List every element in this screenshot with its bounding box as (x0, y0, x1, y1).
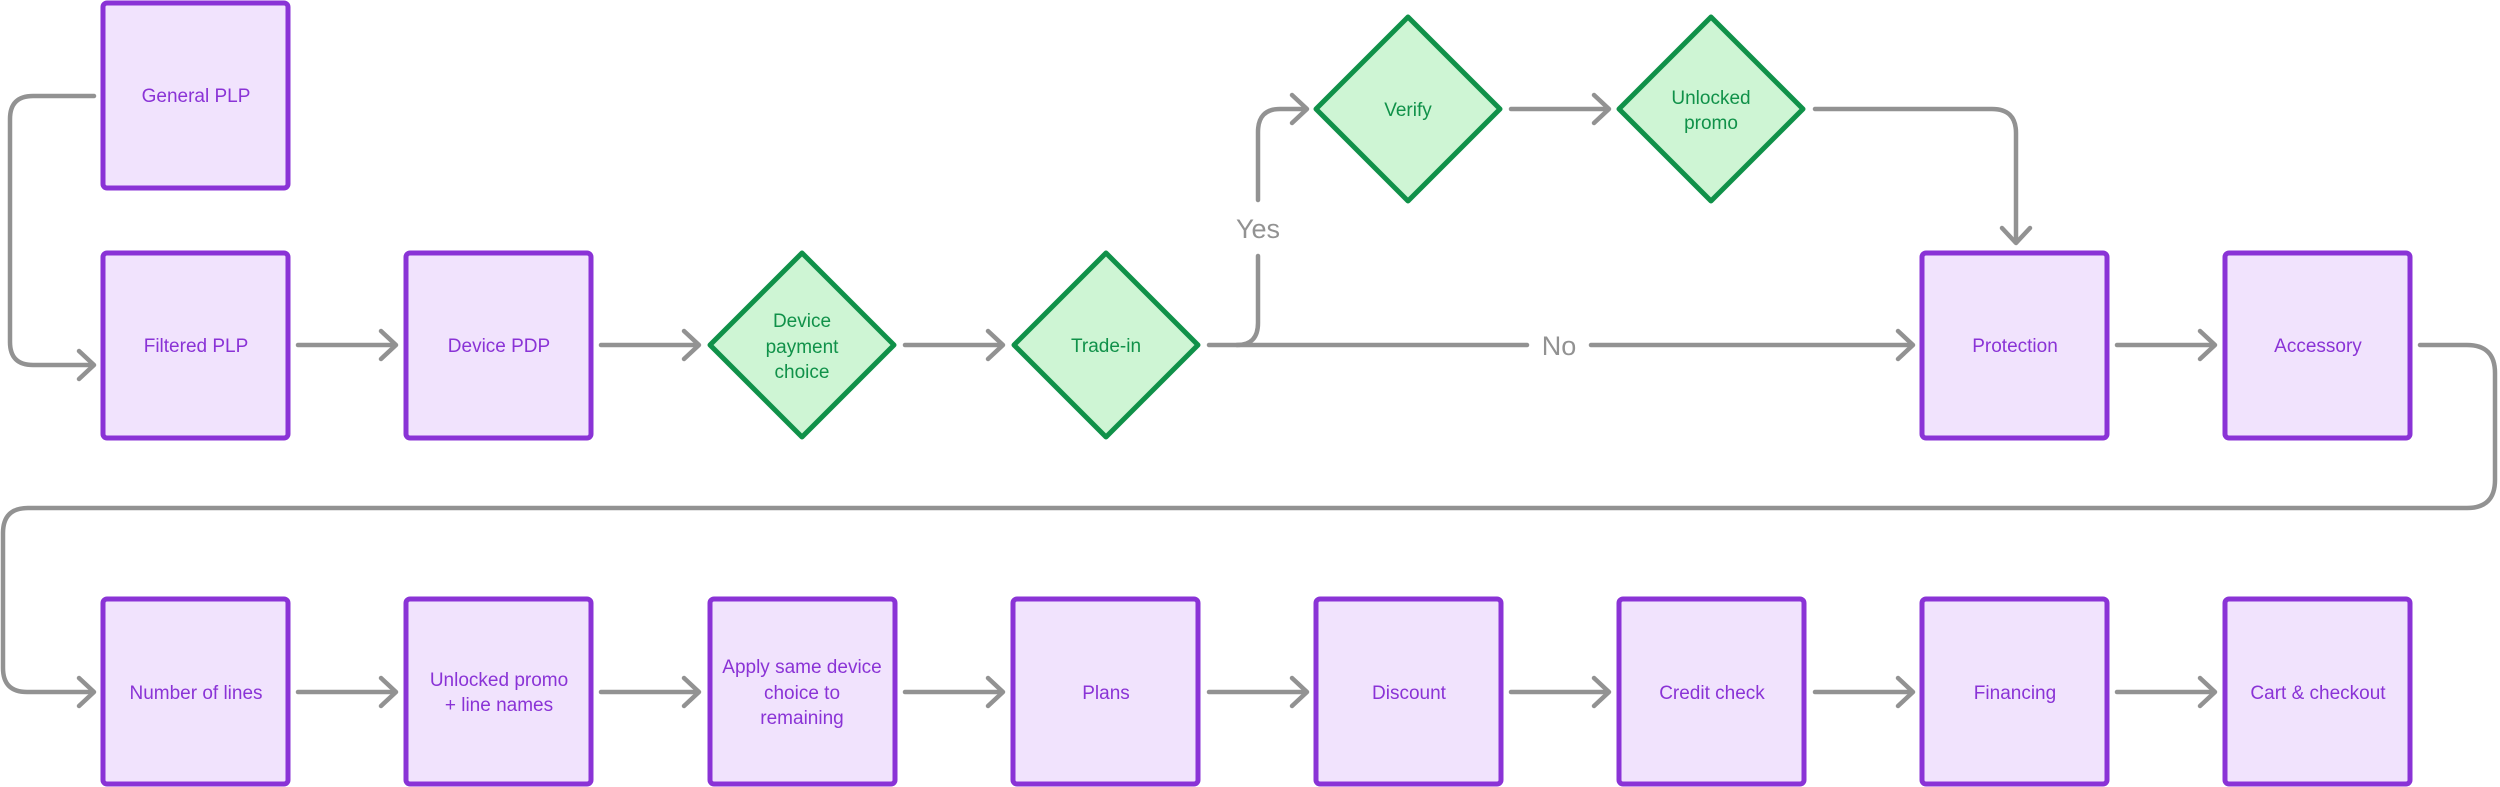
node-label: Plans (1082, 683, 1130, 704)
node-label: Accessory (2274, 336, 2362, 357)
node-label: + line names (445, 695, 553, 716)
node-label: promo (1684, 113, 1738, 134)
node-label: Cart & checkout (2250, 683, 2386, 704)
node-trade-in[interactable]: Trade-in (1011, 250, 1201, 440)
arrowhead (1999, 225, 2033, 246)
node-device-pdp[interactable]: Device PDP (403, 250, 594, 441)
arrowhead (1591, 92, 1612, 126)
arrowhead (681, 328, 702, 362)
node-label: Device PDP (448, 336, 550, 357)
node-apply-same-device-choice[interactable]: Apply same device choice to remaining (707, 596, 898, 787)
node-label: choice to (764, 683, 840, 704)
node-number-of-lines[interactable]: Number of lines (100, 596, 291, 787)
node-device-payment-choice[interactable]: Device payment choice (707, 250, 897, 440)
node-verify[interactable]: Verify (1313, 14, 1503, 204)
node-label: Financing (1974, 683, 2056, 704)
node-unlocked-promo[interactable]: Unlocked promo (1616, 14, 1806, 204)
node-financing[interactable]: Financing (1919, 596, 2110, 787)
arrowhead (985, 328, 1006, 362)
arrowhead (2197, 328, 2218, 362)
node-credit-check[interactable]: Credit check (1616, 596, 1807, 787)
edge-labels: Yes No (1236, 214, 1576, 361)
node-unlocked-promo-line-names[interactable]: Unlocked promo + line names (403, 596, 594, 787)
node-label: Filtered PLP (144, 336, 249, 357)
arrowhead (2197, 675, 2218, 709)
node-label: Credit check (1659, 683, 1765, 704)
node-label: choice (775, 362, 830, 383)
node-accessory[interactable]: Accessory (2222, 250, 2413, 441)
node-discount[interactable]: Discount (1313, 596, 1504, 787)
nodes: General PLP Verify Unlocked promo Filter… (100, 0, 2413, 787)
arrowhead (76, 675, 97, 709)
arrowhead (681, 675, 702, 709)
arrowhead (378, 675, 399, 709)
edge-general-plp-to-filtered-plp (7, 93, 97, 368)
edge-accessory-to-number-of-lines (0, 342, 2498, 695)
connectors (0, 92, 2498, 709)
node-label: Protection (1972, 336, 2058, 357)
node-label: Trade-in (1071, 336, 1141, 357)
arrowhead (76, 348, 97, 382)
node-label: Discount (1372, 683, 1447, 704)
node-general-plp[interactable]: General PLP (100, 0, 291, 191)
arrowhead (985, 675, 1006, 709)
arrowhead (1895, 328, 1916, 362)
arrowhead (1289, 92, 1310, 126)
node-cart-checkout[interactable]: Cart & checkout (2222, 596, 2413, 787)
arrowhead (1895, 675, 1916, 709)
edge-label-no: No (1542, 331, 1577, 361)
node-label: Unlocked promo (430, 670, 568, 691)
edge-trade-in-to-verify (1206, 253, 1261, 348)
edge-label-yes: Yes (1236, 214, 1280, 244)
node-label: Verify (1384, 100, 1432, 121)
node-label: payment (766, 337, 840, 358)
node-label: Number of lines (129, 683, 262, 704)
node-label: Device (773, 311, 831, 332)
node-label: Unlocked (1671, 88, 1750, 109)
node-protection[interactable]: Protection (1919, 250, 2110, 441)
arrowhead (1591, 675, 1612, 709)
node-filtered-plp[interactable]: Filtered PLP (100, 250, 291, 441)
node-label: remaining (760, 708, 843, 729)
node-label: Apply same device (722, 657, 881, 678)
edge-trade-in-to-verify-upper (1255, 106, 1308, 203)
arrowhead (1289, 675, 1310, 709)
arrowhead (378, 328, 399, 362)
node-plans[interactable]: Plans (1010, 596, 1201, 787)
node-label: General PLP (142, 86, 251, 107)
edge-unlocked-promo-to-protection (1812, 106, 2019, 244)
